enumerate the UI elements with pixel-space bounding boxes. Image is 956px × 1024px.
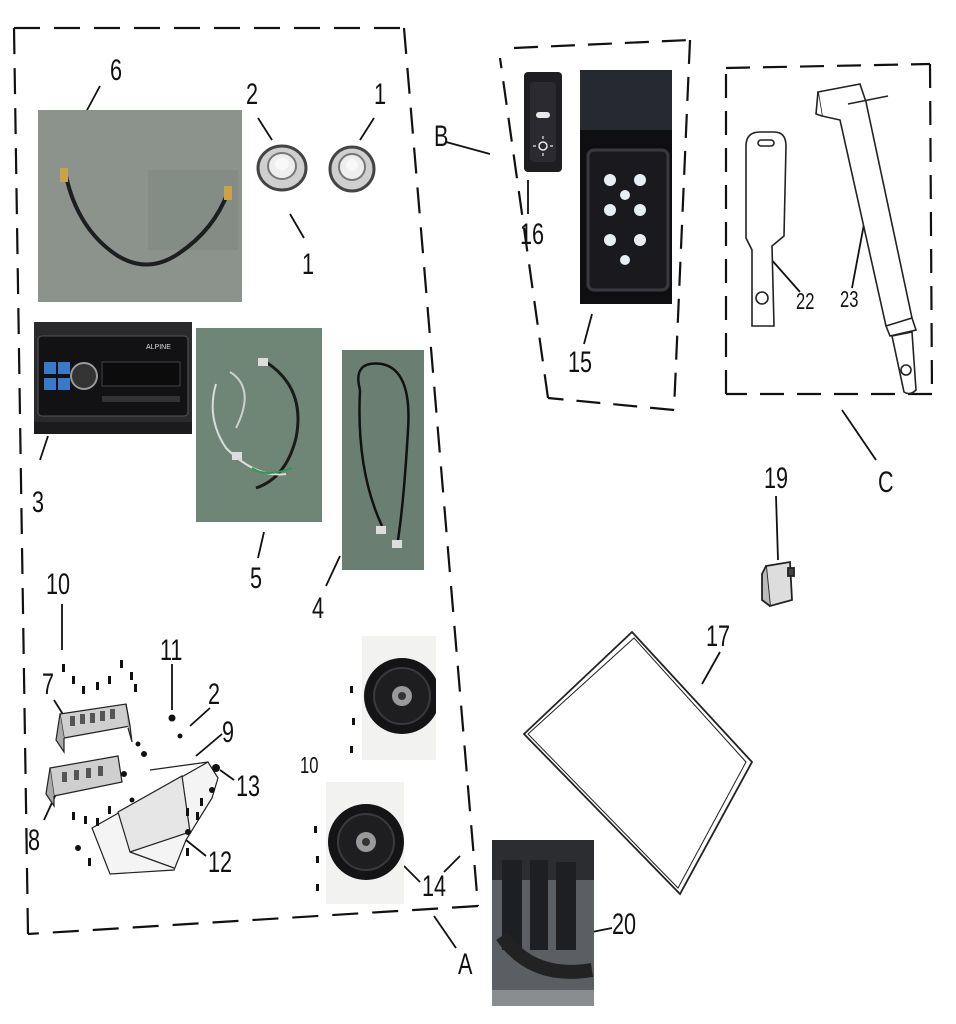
callout-group-c: C [878,466,894,499]
callout-3: 3 [32,486,45,519]
callout-4: 4 [312,592,325,625]
part-15-photo-work-light [580,70,672,304]
callout-2-lower: 2 [208,678,221,711]
callout-16: 16 [520,218,545,251]
callout-group-b: B [434,120,449,153]
group-b-frame [498,38,692,412]
group-c-frame [724,62,934,396]
callout-10-lower: 10 [300,752,319,778]
callout-12: 12 [208,846,233,879]
part-7-drawing [55,703,133,754]
callout-19: 19 [764,462,789,495]
callout-6: 6 [110,54,123,87]
part-4-photo-antenna-cable [342,350,424,570]
part-speaker-photo-upper [362,636,436,760]
part-16-photo-switch [524,72,562,172]
part-22-drawing [745,131,787,327]
callout-15: 15 [568,346,593,379]
part-17-drawing [522,630,754,896]
part-20-photo-strap [492,840,594,1006]
part-6-photo-cable [38,110,242,302]
radio-brand-text: ALPINE [146,344,171,351]
part-14-photo-speaker [326,782,404,904]
callout-1-top: 1 [374,78,387,111]
callout-2-top: 2 [246,78,259,111]
group-a-frame [12,26,480,936]
callout-9: 9 [222,716,235,749]
part-3-photo-radio: ALPINE [34,322,192,434]
callout-17: 17 [706,620,731,653]
callout-22: 22 [796,288,815,314]
callout-group-a: A [458,948,473,981]
part-23-drawing [815,83,918,395]
callout-23: 23 [840,286,859,312]
part-1-photo-grommet [326,142,378,196]
part-8-drawing [45,755,123,808]
hardware-screws [62,660,355,891]
callout-7: 7 [42,668,55,701]
callout-5: 5 [250,562,263,595]
callout-11: 11 [160,634,183,667]
part-2-photo-grommet [254,140,310,196]
callout-10-top: 10 [46,568,71,601]
part-19-drawing [761,560,795,608]
callout-14: 14 [422,870,447,903]
part-5-photo-harness [196,328,322,522]
callout-20: 20 [612,908,637,941]
callout-8: 8 [28,824,41,857]
callout-13: 13 [236,770,261,803]
callout-1-bottom: 1 [302,248,315,281]
